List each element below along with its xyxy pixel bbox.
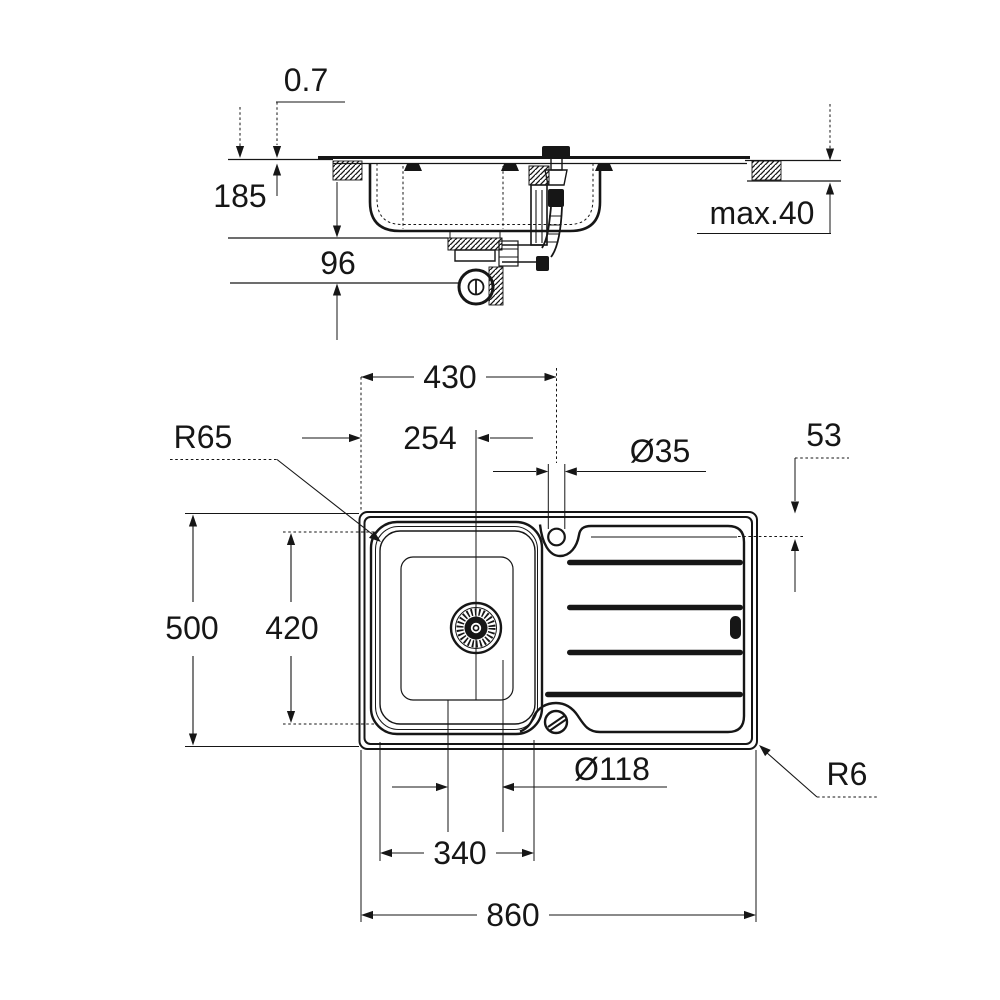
dim-label-bowl-depth: 185 <box>213 178 266 214</box>
dim-label-trap-clearance: 96 <box>320 245 356 281</box>
drain-body <box>454 249 496 262</box>
plan-view: 430 254 Ø35 53 R65 <box>165 359 877 933</box>
dim-label-drain-offset: 254 <box>403 420 456 456</box>
faucet-hole <box>547 527 566 547</box>
dim-label-depth: 500 <box>165 610 218 646</box>
overflow-pipe-inner <box>535 190 543 243</box>
drain-strainer <box>449 601 503 655</box>
dim-label-bowl-width: 340 <box>433 835 486 871</box>
slip-nut <box>498 240 519 267</box>
bowl-wall-top <box>379 530 536 725</box>
dim-label-width: 860 <box>486 897 539 933</box>
slip-nut-ribs <box>499 248 518 258</box>
dim-label-rim-thickness: 0.7 <box>284 62 328 98</box>
dim-label-countertop-thickness: max.40 <box>710 195 815 231</box>
drainer-slot <box>730 616 741 639</box>
drain-neck-lines <box>449 231 501 238</box>
drain-flange <box>447 237 503 251</box>
faucet-nut <box>544 169 568 186</box>
trap-outlet-center <box>467 278 485 296</box>
sink-outline-outer <box>358 511 758 750</box>
side-dimensions: 0.7 185 96 max.40 <box>213 62 835 340</box>
side-view: 0.7 185 96 max.40 <box>213 62 841 340</box>
bowl-rim-outer <box>369 520 544 736</box>
dim-label-bowl-radius: R65 <box>174 419 233 455</box>
popup-knob <box>543 709 569 735</box>
dim-label-faucet-hole: Ø35 <box>630 433 690 469</box>
drainer-groove <box>545 691 743 698</box>
dim-label-corner-radius: R6 <box>827 756 868 792</box>
counter-section-left <box>332 160 363 181</box>
drainer-groove <box>567 559 743 566</box>
mounting-clip <box>595 164 613 171</box>
counter-section-right <box>751 160 782 181</box>
dim-label-drainer-inset: 53 <box>806 417 842 453</box>
mounting-clip <box>501 164 519 171</box>
dim-label-bowl-depth: 420 <box>265 610 318 646</box>
hose-ribs <box>545 215 562 243</box>
bowl-section-outline <box>368 163 602 233</box>
drainer-outline <box>519 524 746 734</box>
bowl-rim-bead <box>375 526 538 730</box>
mounting-clip <box>404 164 422 171</box>
bowl-corner-projection <box>402 166 504 229</box>
faucet-adapter <box>548 189 564 207</box>
dim-label-faucet-offset: 430 <box>423 359 476 395</box>
overflow-pipe <box>530 184 548 246</box>
drainer-groove <box>567 649 743 656</box>
trap-outlet <box>457 268 495 306</box>
trap-bracket <box>488 266 504 306</box>
flex-hose <box>550 206 563 258</box>
countertop-line <box>228 158 841 162</box>
sink-outline-inner <box>363 516 753 745</box>
dim-label-drain-hole: Ø118 <box>574 751 650 787</box>
plan-dimensions: 430 254 Ø35 53 R65 <box>165 359 877 933</box>
bowl-bottom-flat <box>400 556 514 701</box>
flex-hose <box>541 206 552 249</box>
faucet-base <box>542 146 570 158</box>
drainer-groove <box>567 604 743 611</box>
hose-fitting <box>536 256 549 271</box>
